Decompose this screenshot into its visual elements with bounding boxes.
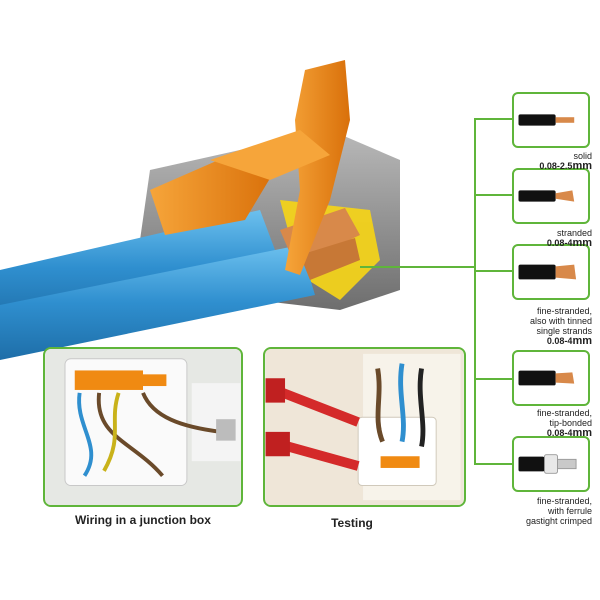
tip-bonded-wire-icon: [518, 370, 575, 386]
wire-type-name: stranded: [556, 228, 592, 238]
connector-line-5: [474, 463, 514, 465]
wire-card-ferrule: [512, 436, 590, 492]
connector-line-vertical: [474, 118, 476, 464]
junction-box-caption: Wiring in a junction box: [75, 513, 211, 527]
wire-card-solid: [512, 92, 590, 148]
wire-label-tip-bonded: fine-stranded, tip-bonded 0.08-4mm: [536, 408, 592, 439]
connector-line-horizontal: [360, 266, 475, 268]
junction-box-image: [45, 349, 241, 505]
wire-range: 0.08-4mm: [546, 237, 592, 249]
wire-label-stranded: stranded 0.08-4mm: [546, 228, 592, 249]
connector-line-3: [474, 270, 514, 272]
ferrule-wire-icon: [518, 454, 577, 474]
testing-photo: [263, 347, 466, 507]
orange-lever-left: [150, 155, 275, 235]
wire-range: 0.08-2.5mm: [539, 160, 592, 172]
orange-lever-raised: [285, 60, 350, 275]
wire-type-name: solid: [573, 151, 592, 161]
wire-card-fine-stranded: [512, 244, 590, 300]
wire-range: 0.08-4mm: [546, 427, 592, 439]
connector-line-2: [474, 194, 514, 196]
connector-line-4: [474, 378, 514, 380]
testing-caption: Testing: [331, 516, 373, 530]
testing-image: [265, 349, 464, 505]
connector-illustration: [0, 60, 400, 360]
stranded-wire-icon: [518, 190, 575, 202]
connector-line-1: [474, 118, 514, 120]
wire-range: 0.08-4mm: [546, 335, 592, 347]
wire-card-stranded: [512, 168, 590, 224]
wire-label-ferrule: fine-stranded, with ferrule gastight cri…: [525, 496, 592, 526]
blue-cable-front: [0, 245, 315, 360]
wire-label-solid: solid 0.08-2.5mm: [539, 151, 592, 172]
fine-stranded-wire-icon: [518, 264, 577, 280]
wire-label-fine-stranded: fine-stranded, also with tinned single s…: [529, 306, 592, 347]
junction-box-photo: [43, 347, 243, 507]
wire-card-tip-bonded: [512, 350, 590, 406]
solid-wire-icon: [518, 114, 575, 126]
